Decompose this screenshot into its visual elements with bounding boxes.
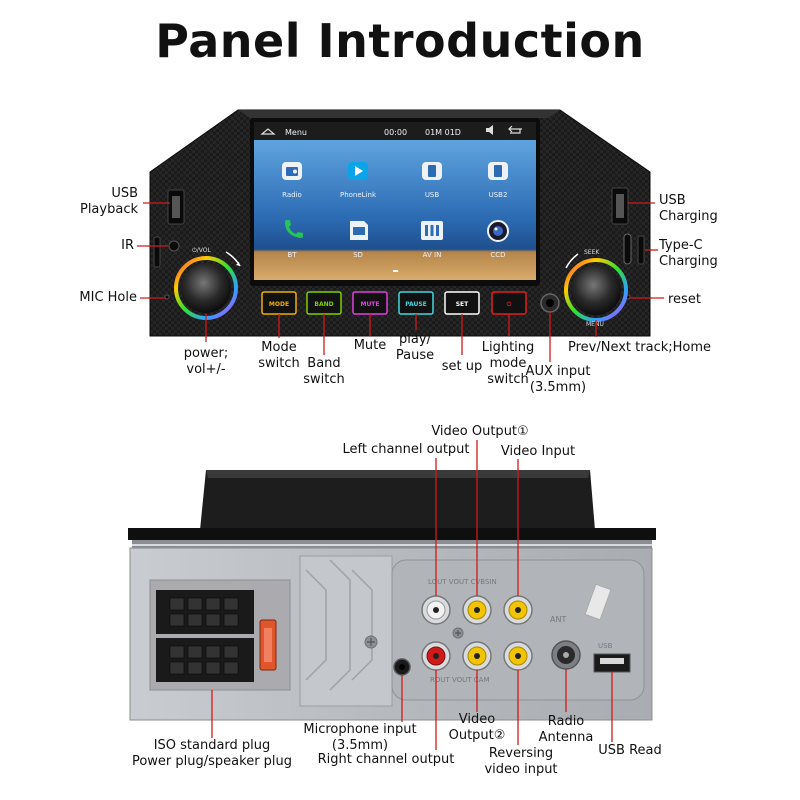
touch-screen[interactable] bbox=[254, 140, 536, 280]
label-video-input: Video Input bbox=[500, 444, 576, 459]
label-set-up: set up bbox=[441, 359, 483, 374]
back-icon[interactable] bbox=[508, 125, 522, 134]
power-volume-knob[interactable] bbox=[181, 263, 231, 313]
rca-video-out-2[interactable] bbox=[462, 641, 492, 671]
knob-left-label: ⏻/VOL bbox=[192, 247, 211, 254]
rca-reversing-video-in[interactable] bbox=[503, 641, 533, 671]
app-phonelink[interactable]: PhoneLink bbox=[340, 162, 377, 199]
svg-text:BAND: BAND bbox=[314, 301, 333, 308]
radio-antenna-socket[interactable] bbox=[551, 640, 581, 670]
mic-hole bbox=[164, 294, 170, 300]
status-menu[interactable]: Menu bbox=[285, 128, 307, 137]
mode-button[interactable]: MODE bbox=[261, 291, 297, 315]
app-sd[interactable]: SD bbox=[350, 221, 368, 259]
app-label: AV IN bbox=[423, 251, 442, 259]
rca-left-audio-out[interactable] bbox=[421, 595, 451, 625]
label-power-vol: power;vol+/- bbox=[183, 346, 229, 377]
label-mic-input: Microphone input(3.5mm) bbox=[303, 722, 417, 753]
page-title: Panel Introduction bbox=[155, 14, 645, 68]
label-ir: IR bbox=[121, 238, 134, 253]
antenna-print: ANT bbox=[550, 615, 566, 624]
label-video-output-1: Video Output① bbox=[431, 424, 529, 439]
iso-connector-top bbox=[156, 590, 254, 634]
svg-text:MUTE: MUTE bbox=[360, 301, 379, 308]
lighting-button[interactable]: ⏻ bbox=[491, 291, 527, 315]
rca-right-audio-out[interactable] bbox=[421, 641, 451, 671]
front-leader-lines bbox=[137, 202, 664, 362]
knob-right-bottom-label: MENU bbox=[586, 321, 604, 328]
label-reset: reset bbox=[668, 292, 701, 307]
rca-video-out-1[interactable] bbox=[462, 595, 492, 625]
front-panel: Menu 00:00 01M 01D Radio PhoneLink USB U… bbox=[149, 109, 651, 337]
rca-bottom-print: ROUT VOUT CAM bbox=[430, 676, 490, 684]
label-prev-next: Prev/Next track;Home bbox=[568, 340, 712, 355]
band-button[interactable]: BAND bbox=[306, 291, 342, 315]
label-left-channel: Left channel output bbox=[342, 442, 470, 457]
status-time: 00:00 bbox=[384, 128, 407, 137]
label-aux-input: AUX input(3.5mm) bbox=[525, 364, 591, 395]
app-label: Radio bbox=[282, 191, 302, 199]
label-play-pause: play/Pause bbox=[395, 332, 435, 363]
rear-leader-lines bbox=[211, 440, 613, 750]
app-radio[interactable]: Radio bbox=[282, 162, 302, 199]
app-label: USB bbox=[425, 191, 440, 199]
app-usb[interactable]: USB bbox=[422, 162, 442, 199]
label-mic-hole: MIC Hole bbox=[79, 290, 137, 305]
ir-window bbox=[153, 236, 161, 268]
app-av-in[interactable]: AV IN bbox=[421, 221, 443, 259]
app-ccd[interactable]: CCD bbox=[487, 220, 509, 259]
app-label: USB2 bbox=[489, 191, 508, 199]
knob-right-top-label: SEEK bbox=[584, 249, 600, 256]
app-bt[interactable]: BT bbox=[285, 220, 303, 259]
svg-text:MODE: MODE bbox=[269, 301, 289, 308]
set-button[interactable]: SET bbox=[444, 291, 480, 315]
rca-top-print: LOUT VOUT CVBSIN bbox=[428, 578, 497, 586]
rear-panel: LOUT VOUT CVBSIN ROUT VOUT CAM bbox=[128, 470, 656, 721]
app-label: SD bbox=[353, 251, 363, 259]
status-date: 01M 01D bbox=[425, 128, 461, 137]
type-c-port[interactable] bbox=[623, 233, 632, 265]
svg-text:⏻: ⏻ bbox=[507, 301, 512, 308]
pause-button[interactable]: PAUSE bbox=[398, 291, 434, 315]
label-usb-read: USB Read bbox=[598, 743, 662, 758]
iso-connector-bottom bbox=[156, 638, 254, 682]
app-label: BT bbox=[287, 251, 297, 259]
page-indicator bbox=[393, 270, 398, 272]
seek-menu-knob[interactable] bbox=[571, 265, 621, 315]
mute-button[interactable]: MUTE bbox=[352, 291, 388, 315]
label-right-channel: Right channel output bbox=[317, 752, 455, 767]
volume-icon[interactable] bbox=[486, 125, 493, 135]
svg-text:PAUSE: PAUSE bbox=[405, 301, 427, 308]
app-usb2[interactable]: USB2 bbox=[488, 162, 508, 199]
app-label: PhoneLink bbox=[340, 191, 377, 199]
app-label: CCD bbox=[490, 251, 505, 259]
status-bar bbox=[254, 122, 536, 140]
usb-print: USB bbox=[598, 642, 613, 650]
ir-sensor bbox=[168, 240, 180, 252]
label-mute: Mute bbox=[353, 338, 387, 353]
home-icon[interactable] bbox=[260, 128, 276, 135]
rca-video-in[interactable] bbox=[503, 595, 533, 625]
svg-text:SET: SET bbox=[456, 301, 469, 308]
